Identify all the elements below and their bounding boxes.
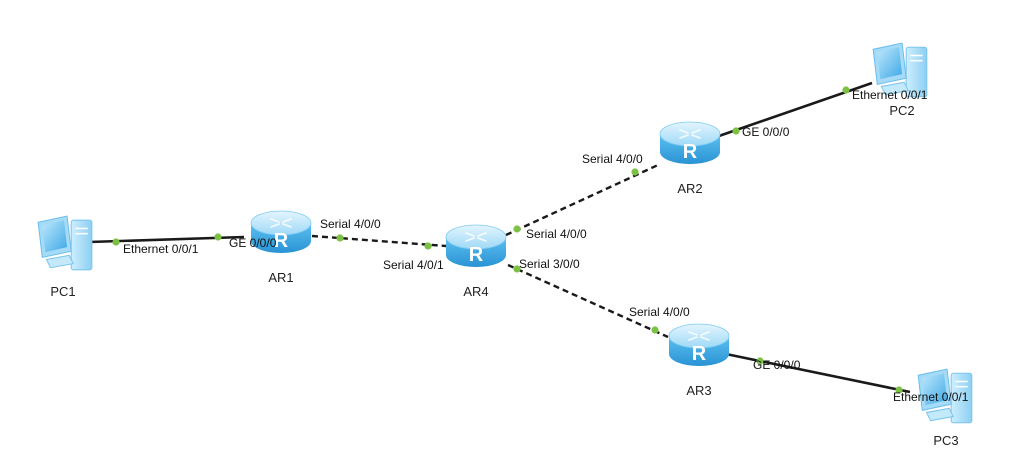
port-label-ar2: Serial 4/0/0 — [582, 152, 643, 166]
link-ar4-ar2[interactable] — [505, 163, 659, 237]
port-dot-ar4 — [513, 265, 521, 273]
port-label-ar3: GE 0/0/0 — [753, 358, 801, 372]
device-label-ar3: AR3 — [686, 383, 711, 398]
link-ar1-ar4[interactable] — [311, 234, 447, 248]
port-dot-pc2 — [842, 86, 850, 94]
port-label-ar4: Serial 4/0/0 — [526, 227, 587, 241]
port-label-pc1: Ethernet 0/0/1 — [123, 242, 199, 256]
port-dot-pc1 — [112, 238, 120, 246]
device-ar2[interactable]: AR2 — [659, 121, 721, 196]
port-dots-layer — [112, 86, 903, 394]
port-dot-ar1 — [336, 234, 344, 242]
port-dot-ar2 — [631, 168, 639, 176]
port-label-pc3: Ethernet 0/0/1 — [893, 390, 969, 404]
port-label-ar1: GE 0/0/0 — [229, 236, 277, 250]
device-label-ar4: AR4 — [463, 284, 488, 299]
port-dot-pc3 — [895, 386, 903, 394]
pc-icon — [37, 215, 93, 271]
device-pc3[interactable]: PC3 — [917, 368, 973, 448]
port-dot-ar4 — [424, 242, 432, 250]
port-dot-ar2 — [732, 127, 740, 135]
port-label-ar3: Serial 4/0/0 — [629, 305, 690, 319]
device-ar1[interactable]: AR1 — [250, 210, 312, 285]
link-ar4-ar3[interactable] — [507, 263, 669, 339]
device-label-pc3: PC3 — [933, 433, 958, 448]
device-ar3[interactable]: AR3 — [668, 323, 730, 398]
device-label-pc1: PC1 — [50, 284, 75, 299]
device-ar4[interactable]: AR4 — [445, 224, 507, 299]
port-dot-ar3 — [756, 357, 764, 365]
port-dot-ar3 — [651, 326, 659, 334]
port-label-ar1: Serial 4/0/0 — [320, 217, 381, 231]
router-icon — [445, 224, 507, 268]
device-pc1[interactable]: PC1 — [37, 215, 93, 299]
router-icon — [668, 323, 730, 367]
port-label-ar2: GE 0/0/0 — [742, 125, 790, 139]
port-label-ar4: Serial 4/0/1 — [383, 258, 444, 272]
port-label-ar4: Serial 3/0/0 — [519, 257, 580, 271]
port-dot-ar1 — [214, 233, 222, 241]
router-icon — [659, 121, 721, 165]
port-dot-ar4 — [513, 225, 521, 233]
device-pc2[interactable]: PC2 — [872, 42, 928, 118]
device-label-pc2: PC2 — [889, 103, 914, 118]
port-label-pc2: Ethernet 0/0/1 — [852, 88, 928, 102]
device-label-ar2: AR2 — [677, 181, 702, 196]
device-label-ar1: AR1 — [268, 270, 293, 285]
